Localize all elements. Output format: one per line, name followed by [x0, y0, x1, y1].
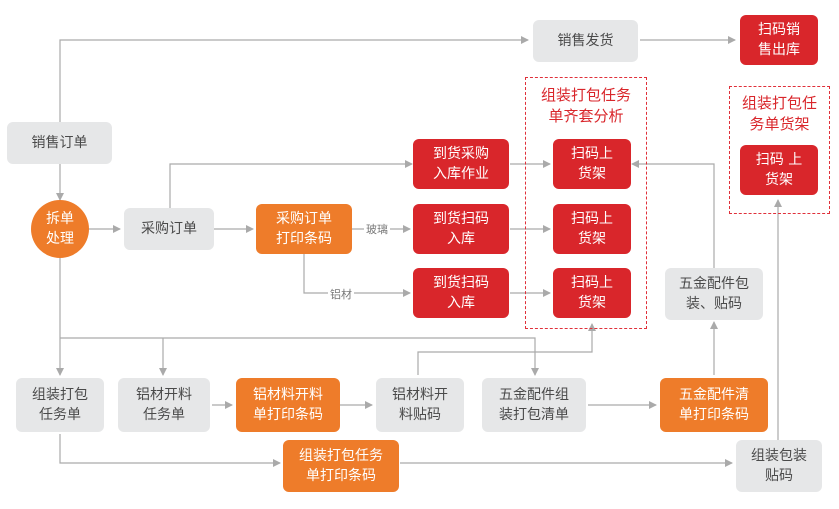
node-scan-shelf-4[interactable]: 扫码 上 货架: [740, 145, 818, 195]
node-split-order[interactable]: 拆单 处理: [31, 200, 89, 258]
node-aluminum-cut-task[interactable]: 铝材开料 任务单: [118, 378, 210, 432]
node-assembly-label[interactable]: 组装包装 贴码: [736, 440, 822, 492]
edge-assembly-to-print: [59, 434, 281, 467]
node-assembly-print-barcode[interactable]: 组装打包任务 单打印条码: [283, 440, 399, 492]
node-aluminum-print-barcode[interactable]: 铝材料开料 单打印条码: [236, 378, 340, 432]
edge-split-branch: [60, 337, 539, 376]
node-arrival-purchase-inbound[interactable]: 到货采购 入库作业: [413, 139, 509, 189]
group-assembly-shelf: [729, 86, 830, 214]
node-hardware-packing[interactable]: 五金配件包 装、贴码: [665, 268, 763, 320]
node-sales-delivery[interactable]: 销售发货: [533, 20, 638, 62]
node-sales-order[interactable]: 销售订单: [7, 122, 112, 164]
edge-label-glass: 玻璃: [364, 221, 390, 237]
node-assembly-task[interactable]: 组装打包 任务单: [16, 378, 104, 432]
node-po-print-barcode[interactable]: 采购订单 打印条码: [256, 204, 352, 254]
node-scan-shelf-3[interactable]: 扫码上 货架: [553, 268, 631, 318]
node-hardware-list[interactable]: 五金配件组 装打包清单: [482, 378, 586, 432]
node-scan-shelf-2[interactable]: 扫码上 货架: [553, 204, 631, 254]
node-scan-shelf-1[interactable]: 扫码上 货架: [553, 139, 631, 189]
node-scan-sales-outbound[interactable]: 扫码销 售出库: [740, 15, 818, 65]
edge-hw-pack-to-shelf1: [631, 160, 715, 268]
edge-allabel-to-shelf3: [417, 323, 596, 375]
node-arrival-scan-inbound-2[interactable]: 到货扫码 入库: [413, 268, 509, 318]
group-kitting-analysis-title: 组装打包任务 单齐套分析: [540, 86, 631, 125]
node-aluminum-label[interactable]: 铝材料开 料贴码: [376, 378, 464, 432]
group-kitting-analysis: [525, 77, 647, 329]
edge-print-to-arrival2: [303, 252, 411, 297]
node-purchase-order[interactable]: 采购订单: [124, 208, 214, 250]
edge-po-to-arrival: [169, 160, 413, 208]
node-hardware-print-barcode[interactable]: 五金配件清 单打印条码: [660, 378, 768, 432]
group-assembly-shelf-title: 组装打包任 务单货架: [741, 94, 817, 133]
node-arrival-scan-inbound-1[interactable]: 到货扫码 入库: [413, 204, 509, 254]
edge-order-to-delivery: [59, 36, 529, 122]
edge-label-aluminum: 铝材: [328, 286, 354, 302]
